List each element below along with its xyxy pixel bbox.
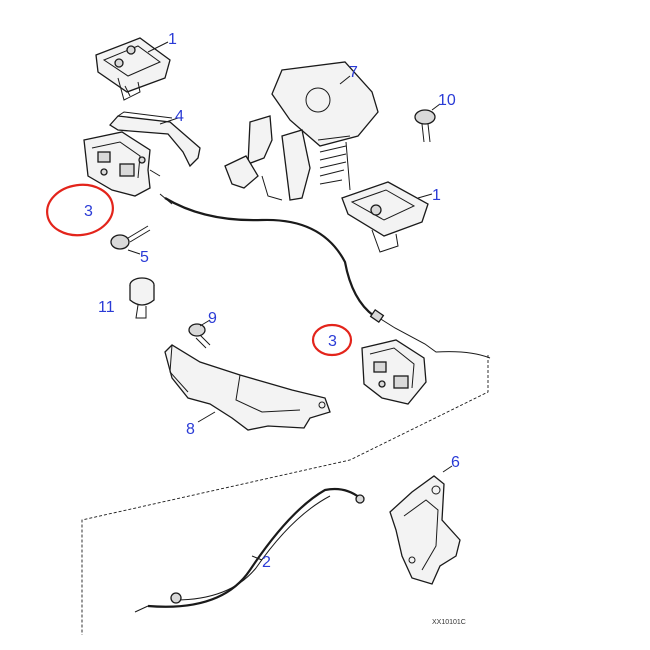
leader-line xyxy=(147,41,169,53)
callout-part-11: 11 xyxy=(98,299,115,316)
release-handle xyxy=(389,475,461,585)
leader-line xyxy=(199,319,211,327)
callout-part-1-right: 1 xyxy=(432,187,441,204)
leader-line xyxy=(431,103,441,111)
leader-line xyxy=(251,555,263,561)
bolt-fastener xyxy=(110,225,151,250)
callout-part-3-left: 3 xyxy=(84,203,93,220)
callout-part-4: 4 xyxy=(175,108,184,125)
callout-part-10: 10 xyxy=(438,92,456,109)
callout-part-8: 8 xyxy=(186,421,195,438)
cable-clip xyxy=(369,308,385,324)
leader-line xyxy=(127,249,141,255)
release-cable-upper xyxy=(164,197,375,317)
leader-line xyxy=(442,465,453,473)
bolt-small-top xyxy=(414,109,436,143)
highlight-ring-left xyxy=(46,183,114,237)
callout-part-2: 2 xyxy=(262,554,271,571)
leader-line xyxy=(197,411,216,423)
leader-line xyxy=(339,75,351,85)
callout-part-9: 9 xyxy=(208,310,217,327)
highlight-ring-right xyxy=(311,323,353,357)
hood-latch-left xyxy=(83,131,161,197)
bracket-rod xyxy=(109,111,201,168)
diagram-reference-code: XX10101C xyxy=(432,619,466,626)
release-cable-lower xyxy=(134,487,365,613)
callout-part-3-right: 3 xyxy=(328,333,337,350)
leader-line xyxy=(417,193,433,199)
striker-plate-right xyxy=(341,181,429,253)
release-mechanism xyxy=(224,61,379,201)
mounting-bracket xyxy=(164,344,331,431)
callout-part-7: 7 xyxy=(349,64,358,81)
bolt-small xyxy=(188,323,211,349)
leader-line xyxy=(159,117,179,125)
cable-end xyxy=(159,193,173,205)
rubber-grommet xyxy=(129,277,155,319)
assembly-boundary xyxy=(81,355,489,635)
striker-plate-top xyxy=(95,37,171,101)
hood-latch-right xyxy=(361,339,427,405)
callout-part-1-top: 1 xyxy=(168,31,177,48)
callout-part-5: 5 xyxy=(140,249,149,266)
callout-part-6: 6 xyxy=(451,454,460,471)
cable-connector xyxy=(375,315,491,359)
